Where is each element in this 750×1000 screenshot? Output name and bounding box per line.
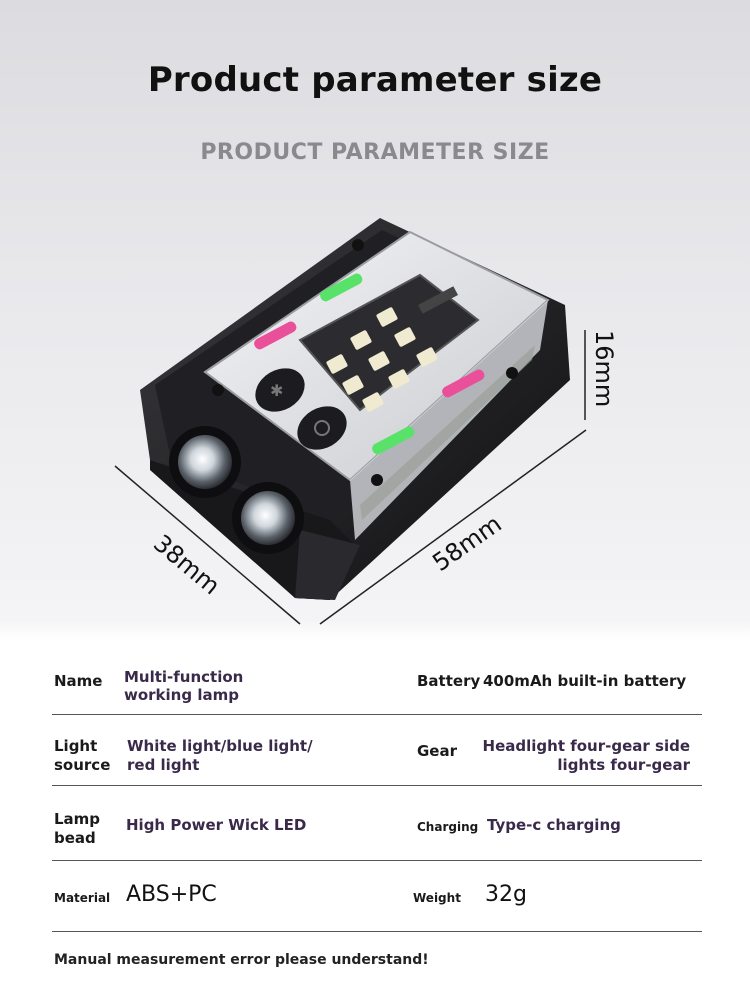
spec-value-lamp-bead: High Power Wick LED bbox=[126, 816, 307, 834]
spec-label-weight: Weight bbox=[413, 891, 461, 905]
dimension-lines bbox=[114, 330, 587, 625]
spec-label-lamp-bead-line1: Lamp bbox=[54, 810, 101, 828]
page-subtitle: PRODUCT PARAMETER SIZE bbox=[200, 140, 550, 165]
spec-value-battery: 400mAh built-in battery bbox=[483, 672, 687, 690]
mode-button bbox=[297, 406, 347, 450]
spec-row: Name Multi-function working lamp Battery… bbox=[52, 648, 702, 715]
dimension-width: 38mm bbox=[148, 529, 225, 600]
side-light-indicators bbox=[254, 273, 485, 455]
spec-label-light-source-line1: Light bbox=[54, 737, 98, 755]
headlight-lenses bbox=[169, 426, 304, 554]
dimension-height: 16mm bbox=[590, 330, 618, 407]
svg-text:✱: ✱ bbox=[270, 381, 283, 400]
product-illustration: ✱ 16mm 38mm 58mm bbox=[114, 218, 618, 625]
spec-row: Light source White light/blue light/ red… bbox=[52, 715, 702, 786]
spec-value-name-line2: working lamp bbox=[124, 686, 239, 704]
power-button: ✱ bbox=[255, 368, 305, 412]
spec-label-gear: Gear bbox=[417, 742, 458, 760]
spec-value-light-source-line2: red light bbox=[127, 756, 200, 774]
dimension-length: 58mm bbox=[427, 510, 506, 577]
spec-value-material: ABS+PC bbox=[126, 882, 217, 907]
spec-table: Name Multi-function working lamp Battery… bbox=[52, 648, 702, 932]
spec-label-lamp-bead-line2: bead bbox=[54, 829, 96, 847]
spec-label-light-source-line2: source bbox=[54, 756, 111, 774]
footer-note: Manual measurement error please understa… bbox=[54, 952, 429, 968]
spec-value-light-source-line1: White light/blue light/ bbox=[127, 737, 313, 755]
spec-label-charging: Charging bbox=[417, 820, 479, 834]
spec-label-name: Name bbox=[54, 672, 103, 690]
spec-row: Lamp bead High Power Wick LED Charging T… bbox=[52, 786, 702, 861]
spec-value-weight: 32g bbox=[485, 882, 527, 907]
spec-label-material: Material bbox=[54, 891, 111, 905]
spec-value-gear-line2: lights four-gear bbox=[557, 756, 690, 774]
spec-label-battery: Battery bbox=[417, 672, 481, 690]
spec-value-name-line1: Multi-function bbox=[124, 668, 244, 686]
spec-row: Material ABS+PC Weight 32g bbox=[52, 861, 702, 932]
spec-value-gear-line1: Headlight four-gear side bbox=[482, 737, 690, 755]
spec-value-charging: Type-c charging bbox=[487, 816, 621, 834]
screw-icons bbox=[212, 239, 518, 486]
page-title: Product parameter size bbox=[147, 60, 603, 100]
led-panel bbox=[298, 273, 480, 412]
